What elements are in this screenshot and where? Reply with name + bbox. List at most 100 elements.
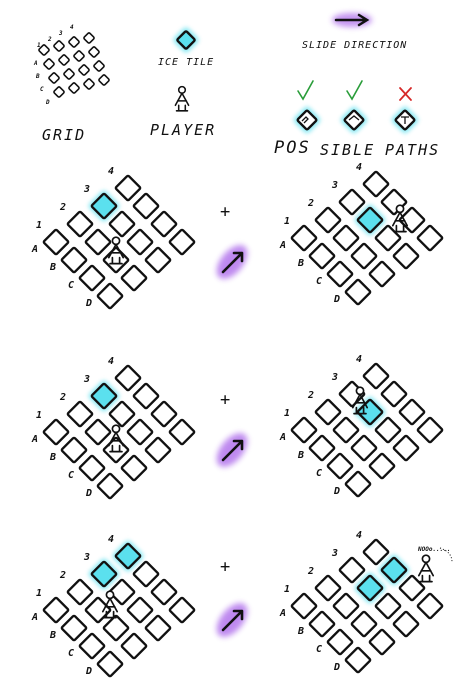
player-head — [395, 204, 405, 214]
grid-tile — [66, 210, 94, 238]
legend-grid — [38, 32, 110, 98]
grid-tile — [368, 260, 396, 288]
player-head — [177, 85, 187, 94]
puzzle-grid-1-left — [42, 174, 196, 310]
grid-tile — [308, 434, 336, 462]
grid-tile — [332, 224, 360, 252]
puzzle-grid-3-right — [290, 538, 444, 674]
legend-grid-tile — [68, 36, 80, 48]
legend-grid-tile — [83, 78, 95, 90]
grid-tile — [108, 210, 136, 238]
grid-tile — [332, 592, 360, 620]
ice-tile — [90, 382, 118, 410]
path-turn-mark — [348, 115, 360, 121]
grid-tile — [132, 382, 160, 410]
grid-tile — [326, 628, 354, 656]
legend-grid-tile — [58, 54, 70, 66]
grid-tile — [150, 578, 178, 606]
legend — [38, 13, 419, 134]
grid-tile — [326, 260, 354, 288]
grid-tile — [60, 614, 88, 642]
grid-tile — [78, 264, 106, 292]
grid-tile — [102, 246, 130, 274]
player-body — [107, 431, 125, 453]
operator-group-2 — [216, 433, 248, 467]
grid-tile — [368, 452, 396, 480]
grid-tile — [350, 434, 378, 462]
grid-tile — [42, 228, 70, 256]
puzzle-grid-1-right — [290, 170, 444, 306]
grid-tile — [350, 242, 378, 270]
grid-tile — [374, 416, 402, 444]
grid-tile — [96, 472, 124, 500]
grid-tile — [132, 192, 160, 220]
grid-tile — [42, 596, 70, 624]
grid-tile — [416, 224, 444, 252]
grid-tile — [368, 628, 396, 656]
player-icon — [351, 386, 369, 415]
grid-tile — [66, 400, 94, 428]
path-turn-icon — [343, 109, 365, 131]
grid-tile — [84, 228, 112, 256]
legend-grid-tile — [78, 64, 90, 76]
grid-tile — [66, 578, 94, 606]
grid-tile — [78, 632, 106, 660]
path-straight-mark — [301, 116, 309, 124]
grid-tile — [374, 592, 402, 620]
grid-tile — [168, 596, 196, 624]
puzzle-grid-2-left — [42, 364, 196, 500]
check-mark-icon — [346, 80, 363, 101]
player-body — [351, 393, 369, 415]
legend-grid-tile — [48, 72, 60, 84]
ice-tile — [90, 192, 118, 220]
grid-tile — [132, 560, 160, 588]
grid-tile — [398, 574, 426, 602]
grid-tile — [344, 646, 372, 674]
grid-tile — [326, 452, 354, 480]
grid-tile — [102, 614, 130, 642]
grid-tile — [344, 278, 372, 306]
grid-tile — [362, 362, 390, 390]
puzzle-grid-2-right — [290, 362, 444, 498]
grid-tile — [392, 610, 420, 638]
grid-tile — [314, 574, 342, 602]
grid-tile — [84, 596, 112, 624]
legend-grid-tile — [53, 86, 65, 98]
grid-tile — [60, 436, 88, 464]
grid-tile — [416, 416, 444, 444]
player-icon — [417, 554, 435, 583]
player-body — [417, 561, 435, 583]
exclaim-trail — [439, 547, 453, 563]
player-icon — [107, 424, 125, 453]
cross-mark-icon — [399, 87, 412, 101]
player-head — [421, 554, 431, 564]
player-body — [391, 211, 409, 233]
grid-tile — [120, 264, 148, 292]
grid-tile — [362, 170, 390, 198]
grid-tile — [144, 614, 172, 642]
grid-tile — [290, 224, 318, 252]
slide-arrow-icon — [221, 609, 244, 632]
legend-grid-tile — [68, 82, 80, 94]
grid-tile — [362, 538, 390, 566]
grid-tile — [332, 416, 360, 444]
grid-tile — [344, 470, 372, 498]
grid-tile — [398, 206, 426, 234]
grid-tile — [144, 246, 172, 274]
player-body — [107, 243, 125, 265]
legend-grid-tile — [98, 74, 110, 86]
grid-tile — [168, 228, 196, 256]
slide-arrow-icon — [221, 251, 244, 274]
grid-tile — [150, 400, 178, 428]
grid-tile — [338, 556, 366, 584]
ice-tile — [114, 542, 142, 570]
grid-tile — [290, 592, 318, 620]
player-icon — [107, 236, 125, 265]
player-head — [105, 590, 115, 600]
legend-grid-tile — [93, 60, 105, 72]
grid-tile — [120, 454, 148, 482]
grid-tile — [398, 398, 426, 426]
grid-tile — [392, 434, 420, 462]
player-body — [101, 597, 119, 619]
player-head — [111, 236, 121, 246]
